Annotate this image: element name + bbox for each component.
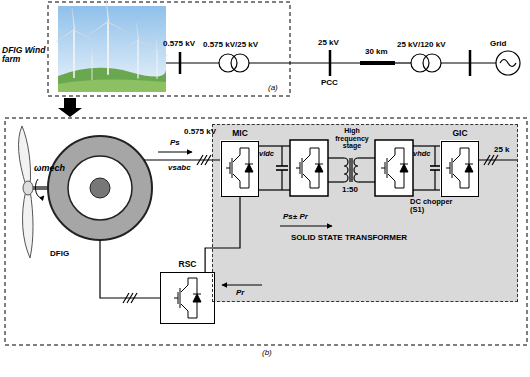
voltage-label: 25 k bbox=[494, 146, 510, 155]
converter-name: MIC bbox=[222, 129, 258, 138]
machine-label: DFIG bbox=[50, 250, 69, 259]
stage-label: High frequency stage bbox=[328, 127, 376, 150]
panel-label: (b) bbox=[262, 349, 272, 358]
converter-name: GIC bbox=[442, 129, 478, 138]
converter-box: GIC bbox=[441, 141, 479, 197]
power-symbol: Ps bbox=[170, 139, 180, 148]
signal-name: vhdc bbox=[413, 150, 431, 158]
signal-name: vsabc bbox=[168, 164, 191, 173]
wire-connector bbox=[205, 197, 240, 272]
speed-symbol: ωmech bbox=[34, 164, 65, 174]
converter-name: RSC bbox=[161, 260, 214, 269]
voltage-label: 25 kV bbox=[318, 39, 339, 48]
turns-ratio: 1:50 bbox=[342, 186, 358, 195]
converter-box: RSC bbox=[160, 272, 215, 324]
farm-title: DFIG Wind farm bbox=[2, 46, 46, 65]
power-symbol: Pr bbox=[236, 289, 244, 298]
converter-box: MIC bbox=[221, 141, 259, 197]
signal-name: vldc bbox=[259, 150, 274, 158]
bus-name: PCC bbox=[321, 79, 338, 88]
power-symbol: Ps± Pr bbox=[283, 213, 308, 222]
voltage-label: 0.575 kV bbox=[184, 128, 216, 137]
chopper-label: DC chopper (S1) bbox=[410, 198, 462, 215]
panel-label: (a) bbox=[268, 84, 278, 93]
region-title: SOLID STATE TRANSFORMER bbox=[291, 234, 407, 243]
grid-label: Grid bbox=[490, 40, 506, 49]
transformer-rating: 0.575 kV/25 kV bbox=[203, 41, 258, 50]
transformer-rating: 25 kV/120 kV bbox=[397, 41, 445, 50]
voltage-label: 0.575 kV bbox=[163, 40, 195, 49]
line-length: 30 km bbox=[365, 48, 388, 57]
sst-region: SOLID STATE TRANSFORMER MIC GIC bbox=[212, 124, 518, 302]
